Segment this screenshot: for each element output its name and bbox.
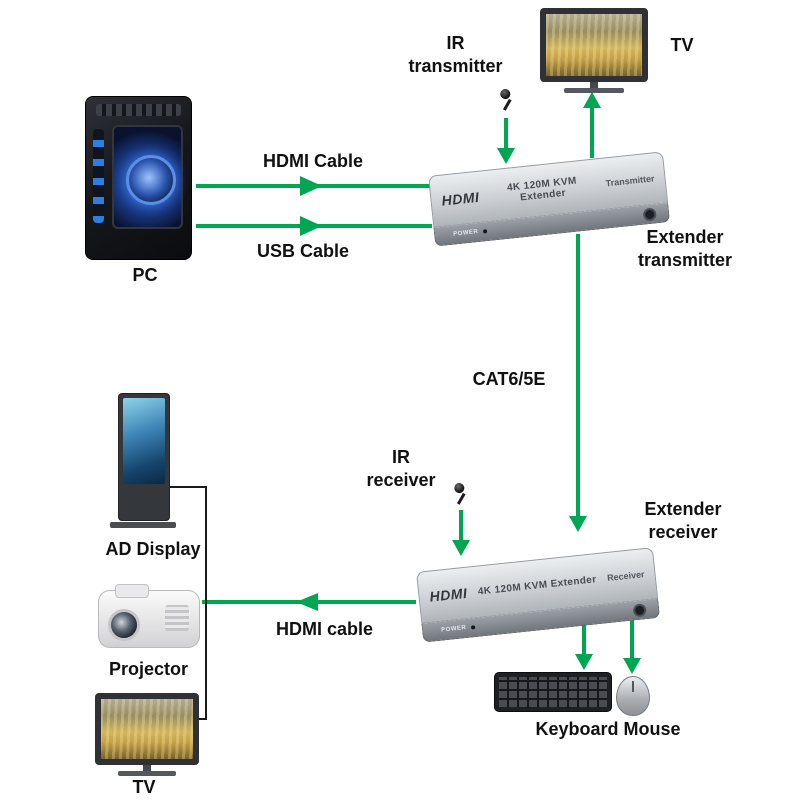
ir-receiver-label-line1: IR (392, 447, 410, 467)
ir-transmitter-label-line2: transmitter (408, 56, 503, 77)
tv-top-label: TV (670, 35, 694, 55)
extender-role-text: Receiver (606, 569, 645, 584)
hdmi-cable-bottom-arrowhead (296, 593, 318, 611)
tv-bottom-icon (95, 693, 199, 776)
ir-transmitter-label: IR transmitter (388, 32, 523, 79)
tv-stand-base (563, 88, 625, 93)
power-label: POWER (440, 625, 467, 634)
pc-vents (96, 104, 181, 116)
mouse-icon (616, 676, 650, 716)
projector-lens (108, 609, 140, 641)
tv-top-icon (540, 8, 648, 93)
projector-label: Projector (108, 659, 189, 679)
extender-transmitter-label: Extender transmitter (610, 226, 760, 273)
tv-top-arrowhead (583, 92, 601, 108)
ir-receiver-label-line2: receiver (366, 470, 436, 491)
tv-picture (101, 699, 193, 759)
ir-jack (632, 602, 647, 617)
ir-transmitter-label-line1: IR (446, 33, 465, 53)
cat6-cable-label: CAT6/5E (472, 369, 546, 389)
pc-fan (125, 155, 176, 205)
extender-model-text: 4K 120M KVM Extender (477, 573, 598, 598)
kiosk-base (110, 522, 176, 528)
power-led (483, 229, 488, 234)
cat6-cable-arrowhead (569, 516, 587, 532)
kiosk-body (118, 393, 170, 521)
pc-side-window (112, 125, 183, 229)
ir-sensor-stem (502, 98, 512, 111)
pc-led-strip (93, 129, 104, 223)
tv-stand-base (117, 771, 177, 776)
extender-model-text: 4K 120M KVM Extender (506, 175, 578, 204)
extender-role-text: Transmitter (605, 173, 656, 189)
tv-bottom-label: TV (132, 777, 156, 797)
extender-receiver-label-line1: Extender (644, 499, 722, 519)
extender-receiver-label-line2: receiver (648, 522, 718, 543)
hdmi-logo: HDMI (440, 188, 481, 209)
mouse-arrowhead (623, 658, 641, 674)
ad-display-icon (110, 393, 176, 528)
pc-case (85, 96, 192, 260)
extender-receiver-label: Extender receiver (608, 498, 758, 545)
tv-stand-neck (143, 765, 151, 771)
hdmi-logo: HDMI (428, 584, 469, 605)
ir-jack (642, 206, 657, 222)
ir-transmitter-arrowhead (497, 148, 515, 164)
keyboard-keys (499, 677, 607, 707)
tv-screen (95, 693, 199, 765)
pc-tower-icon (85, 96, 192, 260)
keyboard-icon (494, 672, 612, 712)
extender-transmitter-label-line2: transmitter (637, 250, 733, 271)
tv-picture (546, 14, 642, 76)
ir-sensor-stem (456, 492, 466, 505)
ad-display-label: AD Display (105, 539, 201, 559)
ir-receiver-arrowhead (452, 540, 470, 556)
projector-handle (115, 584, 149, 598)
ir-receiver-label: IR receiver (345, 446, 457, 493)
usb-cable-arrowhead (300, 216, 322, 236)
usb-cable-label: USB Cable (256, 241, 350, 261)
hdmi-cable-bottom-label: HDMI cable (275, 619, 374, 639)
power-label: POWER (452, 229, 479, 238)
pc-label: PC (132, 265, 158, 285)
power-led (471, 625, 476, 630)
extender-transmitter-label-line1: Extender (646, 227, 724, 247)
projector-body (98, 584, 200, 648)
tv-screen (540, 8, 648, 82)
keyboard-arrowhead (575, 654, 593, 670)
kiosk-screen (123, 398, 165, 484)
hdmi-cable-top-arrowhead (300, 176, 322, 196)
projector-icon (98, 584, 200, 648)
keyboard-mouse-label: Keyboard Mouse (535, 719, 681, 739)
hdmi-cable-top-label: HDMI Cable (262, 151, 363, 171)
tv-stand-neck (590, 82, 598, 88)
projector-vent (165, 605, 189, 631)
